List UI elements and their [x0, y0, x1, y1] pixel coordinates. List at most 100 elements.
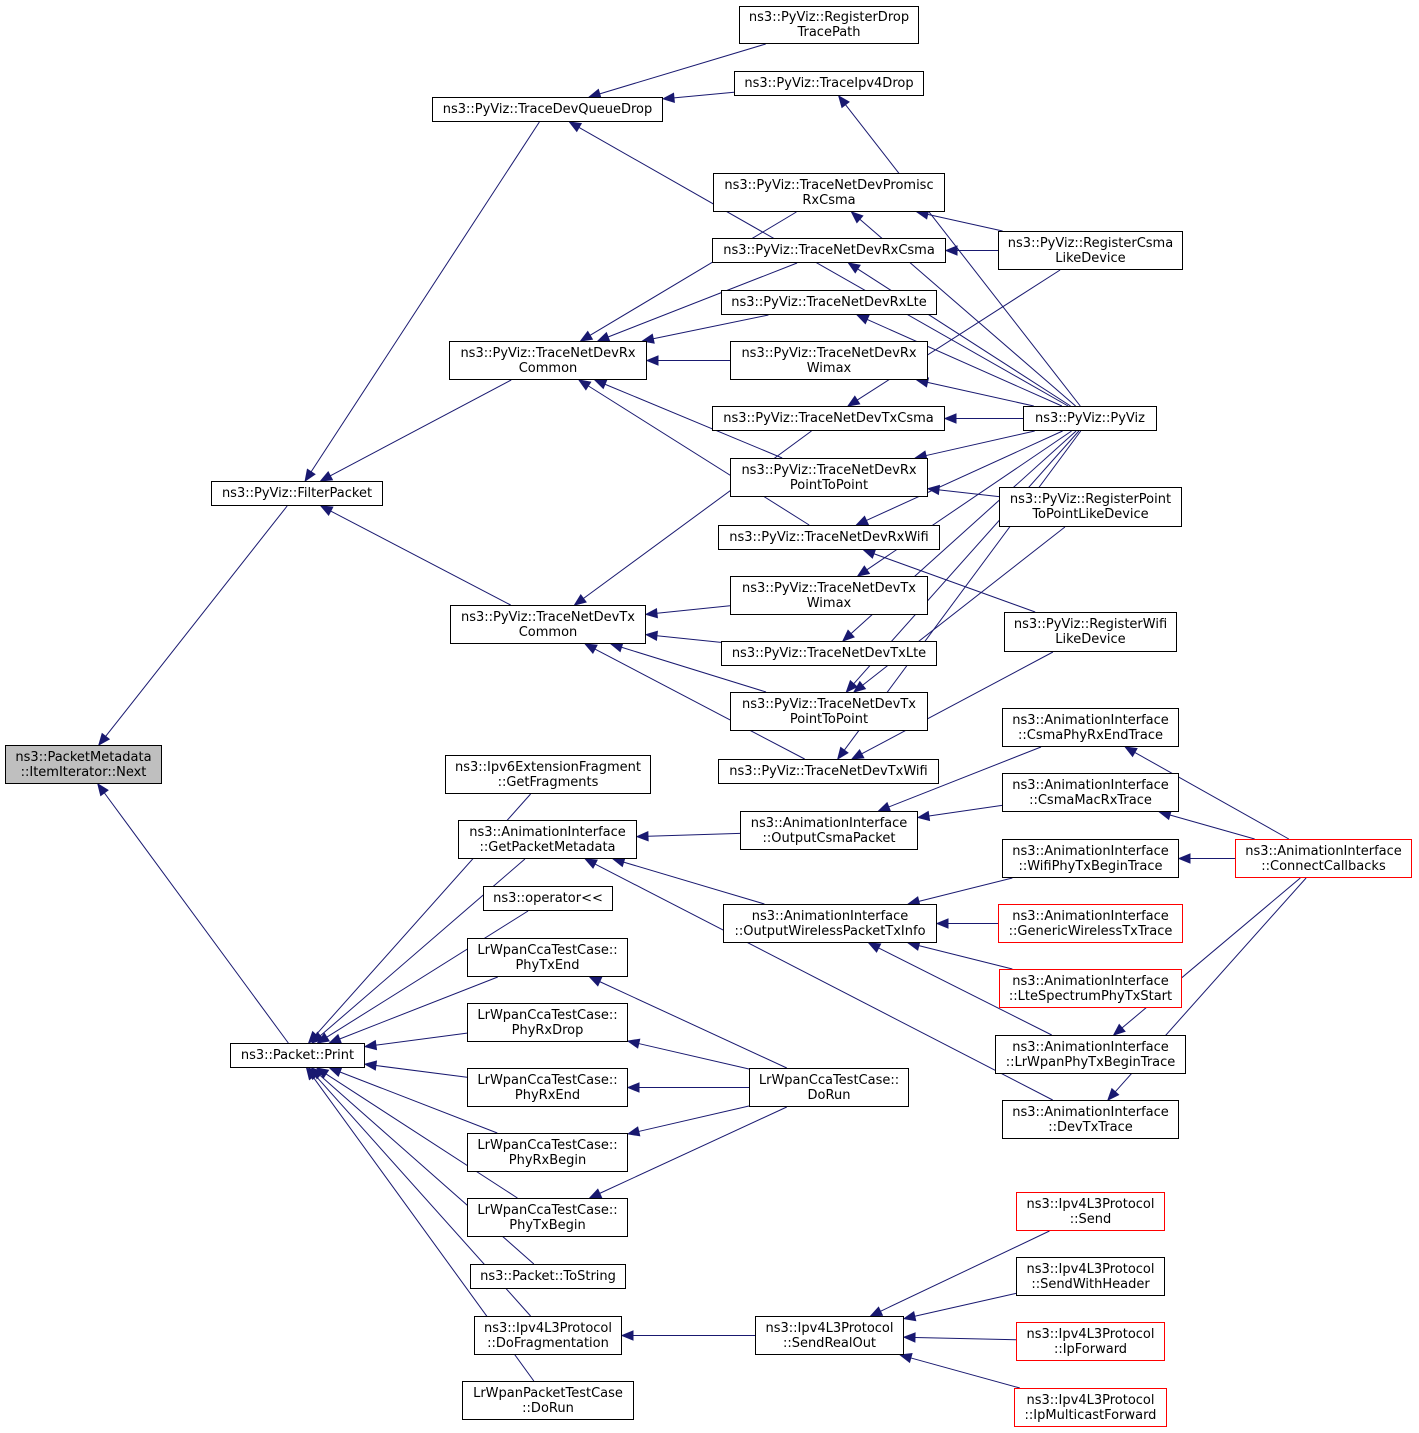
- node-send-with-header-line1: ns3::Ipv4L3Protocol: [1026, 1261, 1155, 1277]
- arrowhead-csma_mac_rx-to-output_csma_packet: [916, 810, 931, 822]
- node-output-wireless[interactable]: ns3::AnimationInterface ::OutputWireless…: [723, 904, 937, 943]
- node-lrwpan-phy-tx-begin[interactable]: ns3::AnimationInterface ::LrWpanPhyTxBeg…: [995, 1035, 1186, 1074]
- node-ip-multicast-forward-line2: ::IpMulticastForward: [1024, 1407, 1157, 1423]
- node-tx-common[interactable]: ns3::PyViz::TraceNetDevTx Common: [450, 605, 646, 644]
- node-phy-rx-begin[interactable]: LrWpanCcaTestCase:: PhyRxBegin: [467, 1133, 628, 1172]
- edge-operator_ll-to-packet_print: [326, 910, 529, 1038]
- node-lte-spectrum-line2: ::LteSpectrumPhyTxStart: [1008, 988, 1173, 1004]
- node-lrwpan-packet-do-run[interactable]: LrWpanPacketTestCase ::DoRun: [462, 1381, 634, 1420]
- node-wifi-phy-tx-begin-line1: ns3::AnimationInterface: [1012, 843, 1169, 859]
- node-output-csma-packet[interactable]: ns3::AnimationInterface ::OutputCsmaPack…: [740, 811, 918, 850]
- node-tx-wifi[interactable]: ns3::PyViz::TraceNetDevTxWifi: [718, 759, 939, 784]
- node-lrwpan-phy-tx-begin-line1: ns3::AnimationInterface: [1012, 1039, 1169, 1055]
- node-lrwpan-packet-do-run-line2: ::DoRun: [522, 1400, 574, 1416]
- node-get-fragments-line1: ns3::Ipv6ExtensionFragment: [454, 759, 641, 775]
- node-packet-print-line1: ns3::Packet::Print: [240, 1048, 355, 1063]
- edge-register_p2p-to-rx_p2p: [938, 489, 1000, 498]
- arrowhead-pyviz-to-rx_promisc_csma: [850, 211, 864, 224]
- node-packet-print[interactable]: ns3::Packet::Print: [230, 1043, 365, 1068]
- edge-rx_promisc_csma-to-rx_common: [589, 211, 797, 336]
- node-rx-wifi[interactable]: ns3::PyViz::TraceNetDevRxWifi: [718, 525, 940, 550]
- node-trace-ipv4-drop-line1: ns3::PyViz::TraceIpv4Drop: [744, 76, 914, 91]
- node-register-csma[interactable]: ns3::PyViz::RegisterCsma LikeDevice: [998, 231, 1183, 270]
- arrowhead-lrwpan_phy_tx_begin-to-output_wireless: [867, 942, 882, 953]
- node-rx-csma[interactable]: ns3::PyViz::TraceNetDevRxCsma: [712, 238, 946, 263]
- node-cca-do-run[interactable]: LrWpanCcaTestCase:: DoRun: [749, 1068, 909, 1107]
- node-get-fragments[interactable]: ns3::Ipv6ExtensionFragment ::GetFragment…: [445, 755, 651, 794]
- node-rx-promisc-csma[interactable]: ns3::PyViz::TraceNetDevPromisc RxCsma: [713, 173, 945, 212]
- node-send-real-out-line1: ns3::Ipv4L3Protocol: [765, 1320, 894, 1336]
- node-do-fragmentation[interactable]: ns3::Ipv4L3Protocol ::DoFragmentation: [474, 1316, 622, 1355]
- node-register-csma-line2: LikeDevice: [1055, 250, 1126, 266]
- node-tx-p2p[interactable]: ns3::PyViz::TraceNetDevTx PointToPoint: [730, 692, 928, 731]
- node-ip-forward-line1: ns3::Ipv4L3Protocol: [1026, 1326, 1155, 1342]
- node-wifi-phy-tx-begin[interactable]: ns3::AnimationInterface ::WifiPhyTxBegin…: [1002, 839, 1179, 878]
- edge-cca_do_run-to-phy_rx_drop: [638, 1043, 750, 1070]
- node-register-wifi[interactable]: ns3::PyViz::RegisterWifi LikeDevice: [1004, 612, 1177, 652]
- node-generic-wireless[interactable]: ns3::AnimationInterface ::GenericWireles…: [998, 904, 1183, 943]
- node-phy-rx-drop[interactable]: LrWpanCcaTestCase:: PhyRxDrop: [467, 1003, 628, 1042]
- node-rx-common-line2: Common: [518, 360, 578, 376]
- node-tx-wimax-line2: Wimax: [806, 595, 852, 611]
- node-ipv4-send[interactable]: ns3::Ipv4L3Protocol ::Send: [1016, 1192, 1165, 1231]
- node-ip-multicast-forward[interactable]: ns3::Ipv4L3Protocol ::IpMulticastForward: [1014, 1388, 1167, 1427]
- node-phy-tx-begin-line1: LrWpanCcaTestCase::: [477, 1202, 618, 1218]
- node-tx-wimax[interactable]: ns3::PyViz::TraceNetDevTx Wimax: [730, 576, 928, 615]
- node-rx-lte-line1: ns3::PyViz::TraceNetDevRxLte: [731, 295, 927, 310]
- node-csma-mac-rx[interactable]: ns3::AnimationInterface ::CsmaMacRxTrace: [1002, 773, 1179, 812]
- node-phy-rx-begin-line2: PhyRxBegin: [508, 1152, 587, 1168]
- node-rx-promisc-csma-line2: RxCsma: [802, 192, 856, 208]
- node-tx-common-line2: Common: [518, 624, 578, 640]
- node-tx-wimax-line1: ns3::PyViz::TraceNetDevTx: [741, 580, 917, 596]
- node-tx-csma[interactable]: ns3::PyViz::TraceNetDevTxCsma: [712, 406, 945, 431]
- node-phy-tx-end[interactable]: LrWpanCcaTestCase:: PhyTxEnd: [467, 938, 628, 977]
- node-rx-p2p[interactable]: ns3::PyViz::TraceNetDevRx PointToPoint: [730, 458, 928, 497]
- node-trace-ipv4-drop[interactable]: ns3::PyViz::TraceIpv4Drop: [734, 71, 924, 96]
- node-output-csma-packet-line1: ns3::AnimationInterface: [750, 815, 908, 831]
- arrowhead-tx_csma-to-tx_common: [573, 593, 587, 606]
- node-send-real-out-line2: ::SendRealOut: [782, 1335, 877, 1351]
- node-phy-rx-end[interactable]: LrWpanCcaTestCase:: PhyRxEnd: [467, 1068, 628, 1107]
- edge-rx_lte-to-rx_common: [653, 314, 769, 340]
- arrowhead-trace_ipv4_drop-to-trace_dev_queue_drop: [661, 92, 675, 103]
- edge-output_csma_packet-to-get_packet_metadata: [647, 832, 741, 837]
- node-next-line2: ::ItemIterator::Next: [20, 764, 147, 780]
- node-pyviz[interactable]: ns3::PyViz::PyViz: [1023, 406, 1157, 431]
- edge-cca_do_run-to-phy_rx_begin: [638, 1105, 750, 1132]
- node-filter-packet[interactable]: ns3::PyViz::FilterPacket: [211, 481, 383, 506]
- node-ip-forward[interactable]: ns3::Ipv4L3Protocol ::IpForward: [1016, 1322, 1165, 1361]
- edge-register_drop_trace_path-to-trace_dev_queue_drop: [599, 43, 766, 95]
- arrowhead-pyviz-to-rx_csma: [847, 262, 861, 274]
- node-rx-p2p-line2: PointToPoint: [789, 477, 869, 493]
- node-operator-ll[interactable]: ns3::operator<<: [483, 886, 613, 911]
- node-dev-tx-trace[interactable]: ns3::AnimationInterface ::DevTxTrace: [1002, 1100, 1179, 1139]
- node-trace-dev-queue-drop-line1: ns3::PyViz::TraceDevQueueDrop: [442, 102, 653, 117]
- node-tx-p2p-line1: ns3::PyViz::TraceNetDevTx: [741, 696, 917, 712]
- node-register-p2p[interactable]: ns3::PyViz::RegisterPoint ToPointLikeDev…: [999, 487, 1182, 527]
- arrowhead-output_wireless-to-get_packet_metadata: [611, 857, 626, 868]
- node-rx-wimax[interactable]: ns3::PyViz::TraceNetDevRx Wimax: [730, 341, 928, 380]
- node-rx-lte[interactable]: ns3::PyViz::TraceNetDevRxLte: [721, 290, 937, 315]
- node-trace-dev-queue-drop[interactable]: ns3::PyViz::TraceDevQueueDrop: [432, 97, 663, 122]
- edge-rx_csma-to-rx_common: [607, 262, 798, 338]
- node-rx-common[interactable]: ns3::PyViz::TraceNetDevRx Common: [449, 341, 647, 380]
- arrowhead-pyviz-to-trace_dev_queue_drop: [568, 121, 583, 133]
- node-phy-tx-begin[interactable]: LrWpanCcaTestCase:: PhyTxBegin: [467, 1198, 628, 1237]
- node-send-with-header[interactable]: ns3::Ipv4L3Protocol ::SendWithHeader: [1016, 1257, 1165, 1296]
- arrowhead-ip_forward-to-send_real_out: [902, 1332, 916, 1343]
- node-to-string[interactable]: ns3::Packet::ToString: [470, 1264, 626, 1289]
- node-send-real-out[interactable]: ns3::Ipv4L3Protocol ::SendRealOut: [755, 1316, 904, 1355]
- arrowhead-phy_tx_end-to-packet_print: [328, 1033, 343, 1044]
- edge-phy_rx_drop-to-packet_print: [375, 1032, 468, 1046]
- node-csma-phy-rx-end[interactable]: ns3::AnimationInterface ::CsmaPhyRxEndTr…: [1002, 708, 1179, 747]
- node-tx-lte[interactable]: ns3::PyViz::TraceNetDevTxLte: [721, 641, 937, 666]
- arrowhead-rx_csma-to-rx_common: [596, 331, 611, 342]
- node-connect-callbacks[interactable]: ns3::AnimationInterface ::ConnectCallbac…: [1235, 839, 1412, 878]
- node-register-drop-trace-path[interactable]: ns3::PyViz::RegisterDrop TracePath: [739, 6, 919, 44]
- arrowhead-connect_callbacks-to-lrwpan_phy_tx_begin: [1112, 1023, 1126, 1036]
- node-pyviz-line1: ns3::PyViz::PyViz: [1035, 411, 1145, 426]
- node-rx-promisc-csma-line1: ns3::PyViz::TraceNetDevPromisc: [724, 177, 934, 193]
- node-lte-spectrum[interactable]: ns3::AnimationInterface ::LteSpectrumPhy…: [999, 969, 1182, 1008]
- node-get-packet-metadata[interactable]: ns3::AnimationInterface ::GetPacketMetad…: [458, 820, 637, 859]
